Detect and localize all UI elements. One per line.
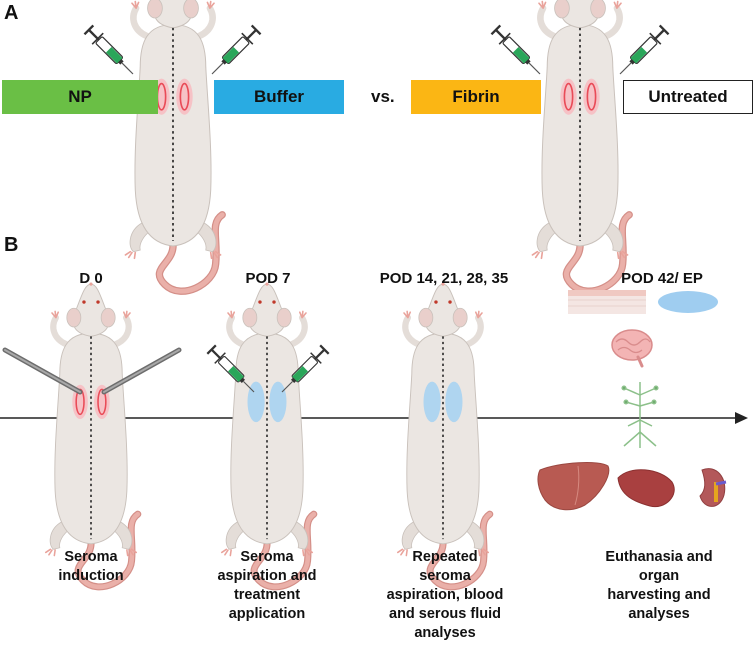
versus-label: vs. [371,87,395,106]
brain-icon [611,329,653,368]
liver-icon [537,462,610,511]
caption-d0: Seroma induction [58,549,124,584]
caption-pod42: Euthanasia and organ harvesting and anal… [605,549,713,622]
stage-title-d0: D 0 [79,270,103,287]
rat-icon [532,0,629,291]
stage-title-pod7: POD 7 [245,270,291,287]
fibrin-group-label: Fibrin [452,87,500,106]
kidney-icon [699,468,727,507]
syringe-icon [618,23,671,76]
rat-icon [398,283,490,587]
stage-title-pod42: POD 42/ EP [621,270,703,287]
panel-b [0,283,748,587]
rat-icon [222,283,314,587]
buffer-group-label: Buffer [253,87,305,106]
untreated-group-box: Untreated [623,80,753,114]
panel-a [82,0,671,291]
rat-icon [125,0,222,291]
timeline-arrowhead [735,412,748,424]
stage-title-pod14-35: POD 14, 21, 28, 35 [379,270,509,287]
syringe-icon [210,23,263,76]
skin-icon [568,290,646,314]
fibrin-group-box: Fibrin [411,80,541,114]
caption-pod7: Seroma aspiration and treatment applicat… [217,549,317,622]
untreated-group-label: Untreated [648,87,728,106]
np-group-box: NP [2,80,158,114]
rat-icon [46,283,138,587]
panel-b-label: B [4,234,19,256]
syringe-icon [82,23,135,76]
np-group-label: NP [68,87,92,106]
caption-pod14-35: Repeated seroma aspiration, blood and se… [386,549,504,641]
syringe-icon [489,23,542,76]
buffer-group-box: Buffer [214,80,344,114]
spleen-icon [617,469,675,508]
panel-a-label: A [4,2,19,24]
nerve-icon [621,382,659,448]
seroma-fluid-icon [658,291,718,313]
